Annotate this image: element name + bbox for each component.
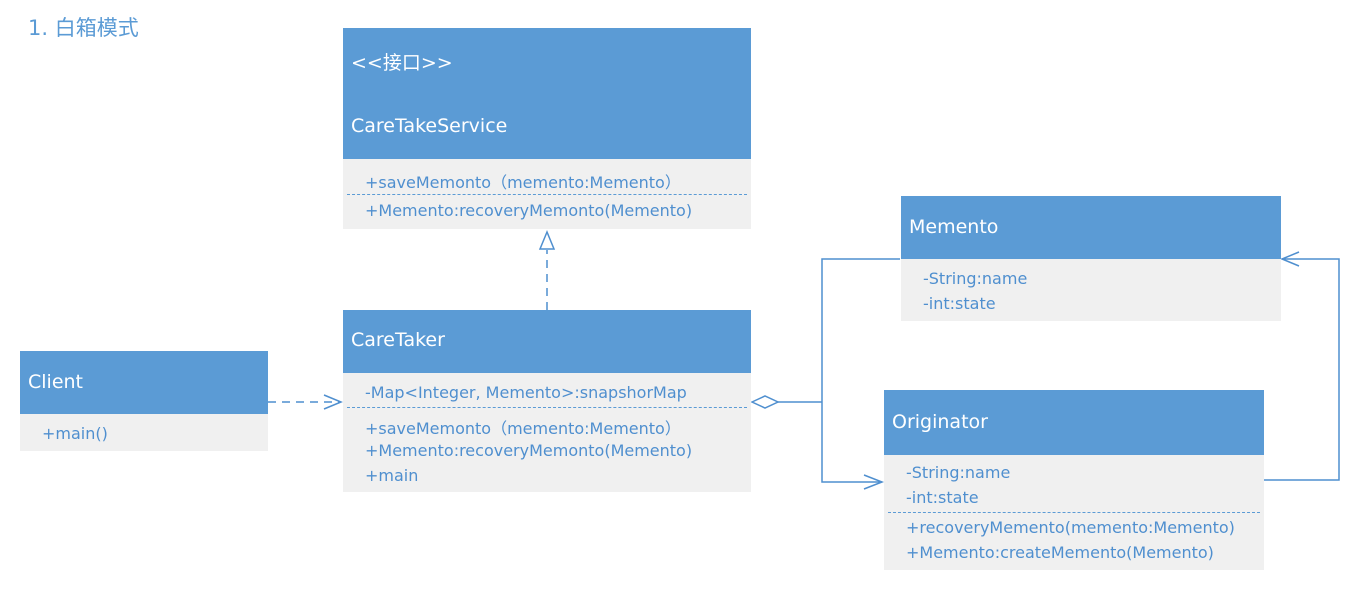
client-name: Client xyxy=(28,371,84,393)
caretakeservice-header: <<接口>> CareTakeService xyxy=(343,28,751,159)
method-row: +saveMemonto（memento:Memento） xyxy=(365,173,681,192)
dependency-arrowhead xyxy=(323,394,343,410)
memento-arrowhead xyxy=(1280,251,1300,267)
divider xyxy=(347,407,747,408)
caretaker-class: CareTaker -Map<Integer, Memento>:snapsho… xyxy=(343,310,751,492)
aggregation-diamond xyxy=(750,395,780,409)
divider xyxy=(347,194,747,195)
attribute-row: -int:state xyxy=(923,294,996,313)
realization-arrowhead xyxy=(538,230,556,250)
method-row: +main() xyxy=(42,424,108,443)
originator-name: Originator xyxy=(892,411,988,433)
memento-header: Memento xyxy=(901,196,1281,259)
method-row: +recoveryMemento(memento:Memento) xyxy=(906,518,1235,537)
method-row: +Memento:createMemento(Memento) xyxy=(906,543,1214,562)
originator-header: Originator xyxy=(884,390,1264,455)
originator-memento-line xyxy=(1264,258,1340,481)
caretaker-body: -Map<Integer, Memento>:snapshorMap +save… xyxy=(343,373,751,492)
caretakeservice-stereotype: <<接口>> xyxy=(351,52,453,74)
method-row: +main xyxy=(365,466,419,485)
attribute-row: -int:state xyxy=(906,488,979,507)
method-row: +saveMemonto（memento:Memento） xyxy=(365,419,681,438)
caretakeservice-methods: +saveMemonto（memento:Memento） +Memento:r… xyxy=(343,159,751,229)
client-header: Client xyxy=(20,351,268,414)
method-row: +Memento:recoveryMemonto(Memento) xyxy=(365,441,693,460)
page-title: 1. 白箱模式 xyxy=(28,16,139,40)
caretakeservice-class: <<接口>> CareTakeService +saveMemonto（meme… xyxy=(343,28,751,229)
originator-arrowhead xyxy=(863,474,885,490)
attribute-row: -String:name xyxy=(906,463,1011,482)
memento-class: Memento -String:name -int:state xyxy=(901,196,1281,321)
client-class: Client +main() xyxy=(20,351,268,451)
originator-body: -String:name -int:state +recoveryMemento… xyxy=(884,455,1264,570)
aggregation-to-memento-line xyxy=(821,258,900,402)
attribute-row: -Map<Integer, Memento>:snapshorMap xyxy=(365,383,687,402)
memento-attributes: -String:name -int:state xyxy=(901,259,1281,321)
caretakeservice-name: CareTakeService xyxy=(351,115,508,137)
memento-name: Memento xyxy=(909,216,999,238)
divider xyxy=(888,512,1260,513)
aggregation-to-originator-line xyxy=(821,402,882,483)
originator-class: Originator -String:name -int:state +reco… xyxy=(884,390,1264,570)
method-row: +Memento:recoveryMemonto(Memento) xyxy=(365,201,693,220)
attribute-row: -String:name xyxy=(923,269,1028,288)
caretaker-name: CareTaker xyxy=(351,329,445,351)
caretaker-header: CareTaker xyxy=(343,310,751,373)
client-methods: +main() xyxy=(20,414,268,451)
